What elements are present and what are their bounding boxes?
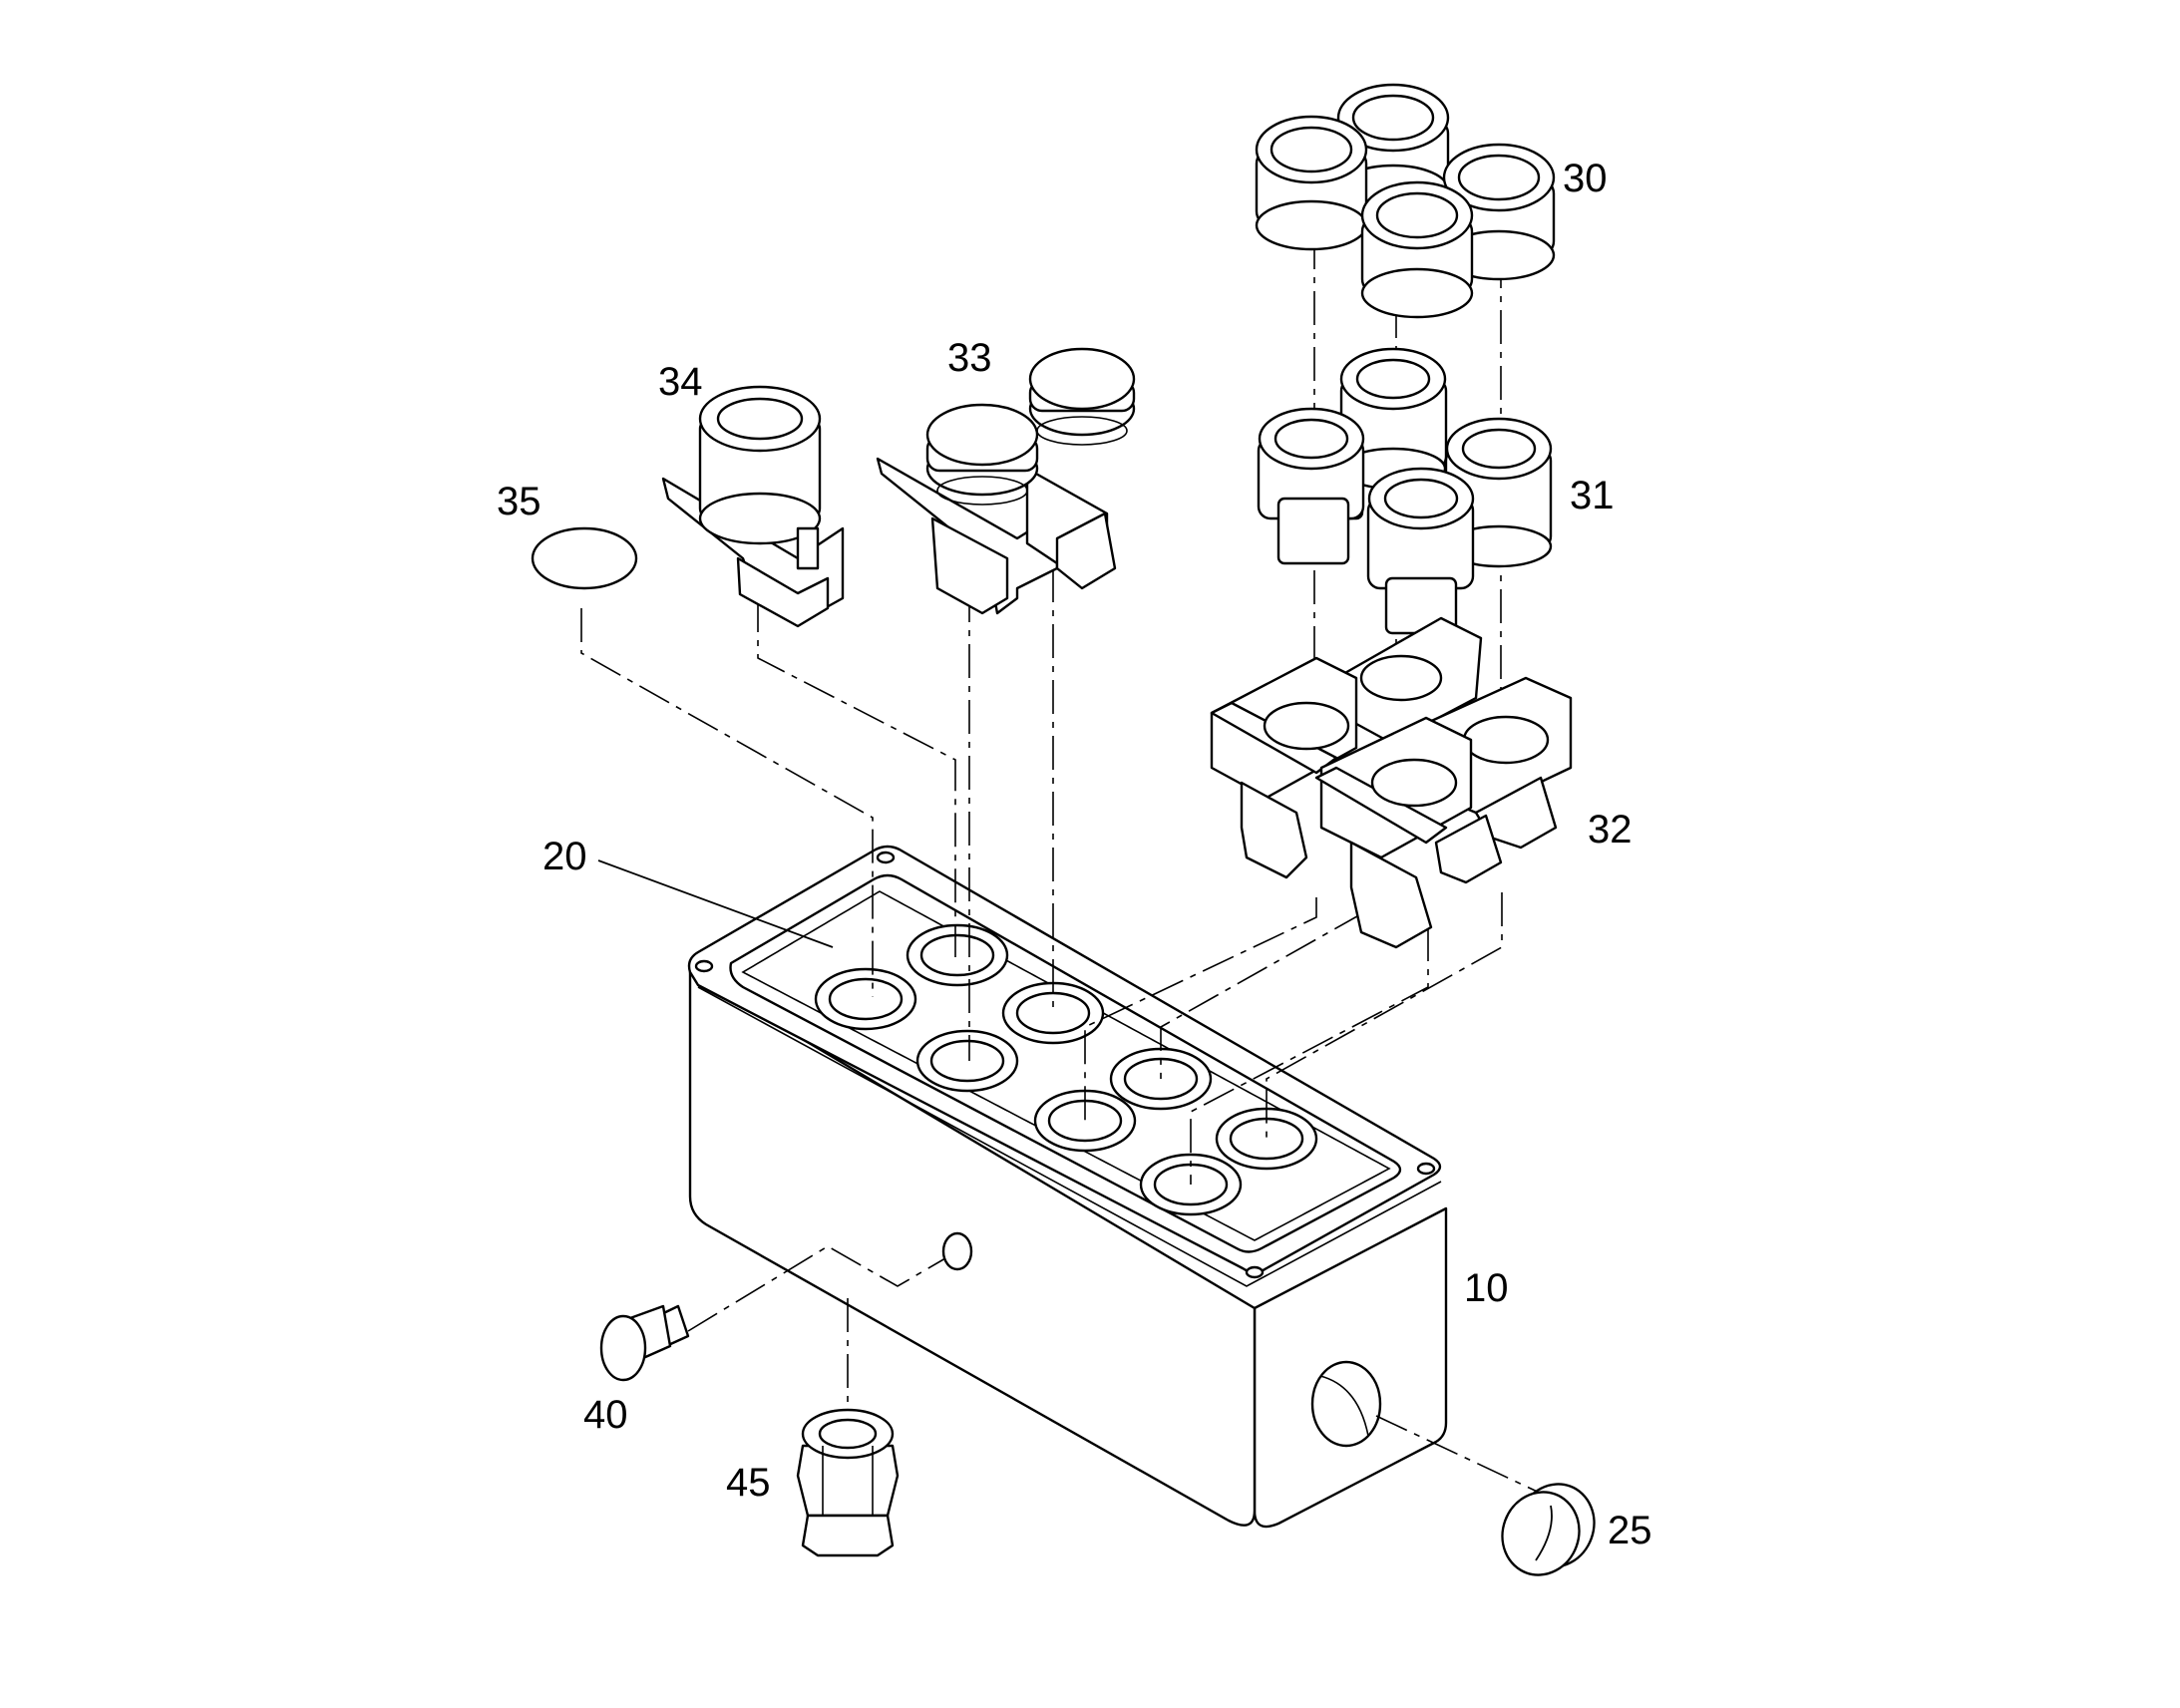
blank-cap-35 — [531, 526, 638, 590]
label-31: 31 — [1570, 474, 1615, 517]
label-34: 34 — [658, 360, 703, 404]
enclosure-10 — [687, 845, 1448, 1529]
plug-25 — [1501, 1483, 1596, 1576]
top-holes — [814, 923, 1318, 1216]
pushbutton-actuators-31 — [1257, 347, 1553, 635]
label-32: 32 — [1588, 808, 1633, 852]
label-33: 33 — [947, 336, 992, 380]
label-45: 45 — [726, 1461, 771, 1505]
label-30: 30 — [1563, 157, 1608, 200]
label-10: 10 — [1464, 1266, 1509, 1310]
label-40: 40 — [583, 1393, 628, 1437]
breather-plug-40 — [599, 1304, 690, 1382]
illuminated-button-34 — [661, 385, 845, 628]
cable-gland-45 — [796, 1408, 900, 1557]
label-20: 20 — [543, 835, 587, 878]
mushroom-buttons-33 — [876, 347, 1136, 615]
contact-blocks-32 — [1210, 616, 1573, 949]
selector-actuators-30 — [1255, 83, 1556, 319]
label-35: 35 — [497, 480, 542, 523]
callout-labels: 30 31 33 34 35 32 20 10 40 45 25 — [497, 157, 1652, 1552]
label-25: 25 — [1608, 1509, 1652, 1552]
